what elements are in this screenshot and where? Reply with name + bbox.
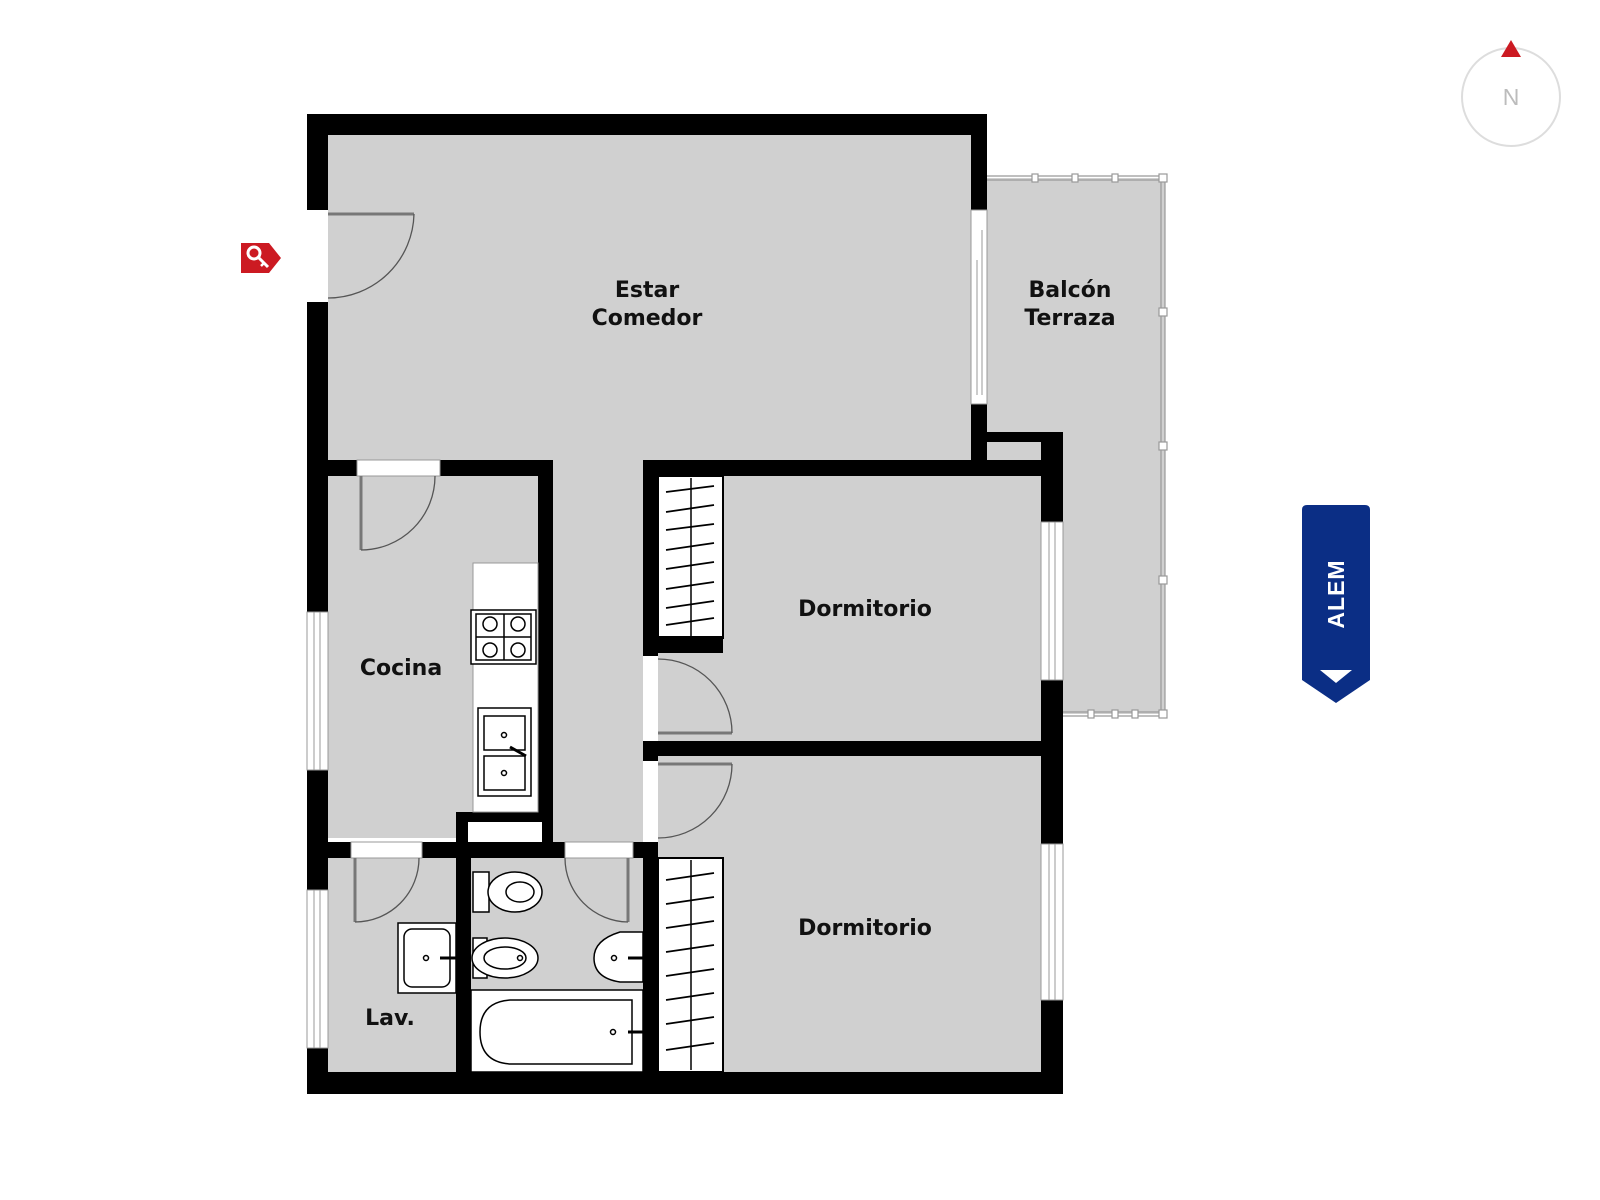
arrow-down-icon [1320,670,1352,683]
wall-kitchen-bottom-1 [307,842,351,858]
room-label-cocina: Cocina [360,656,442,681]
windows [306,209,1064,1049]
wall-laundry-bath [456,842,471,1094]
wall-kitchen-top-2 [440,460,553,476]
window-bath-top [564,841,634,859]
doors [307,210,733,923]
window-kitchen-top [356,459,441,477]
bidet [471,937,539,979]
kitchen-counter [470,562,539,813]
laundry-sink [397,922,457,994]
stove [470,609,537,665]
wall-bedroom-divider [643,741,1063,756]
living-floor [328,135,971,460]
bathroom-sink [593,931,644,983]
room-label-estar: Estar [615,278,679,303]
wall-kitchen-bottom-3 [633,842,658,858]
wardrobe-2 [657,857,724,1073]
walls [307,114,1063,1094]
wardrobe-1-base [658,636,723,653]
toilet [472,871,543,913]
wall-left-2 [307,302,328,612]
window-kitchen [306,611,329,771]
bathtub [470,989,644,1073]
key-icon [246,245,270,269]
wall-balcony-return [971,432,1063,442]
wall-recess-inner [468,822,542,842]
room-label-dormitorio-2: Dormitorio [798,916,932,941]
window-laundry [306,889,329,1049]
wall-bedroom-top [643,460,1063,476]
room-label-lavadero: Lav. [365,1006,415,1031]
compass-north-label: N [1503,84,1520,110]
wall-bottom [307,1072,1063,1094]
wardrobe-1 [657,475,724,653]
entrance-marker [241,243,281,273]
window-bedroom-1 [1040,521,1064,681]
kitchen-sink [477,707,532,797]
wall-right-2 [1041,680,1063,844]
room-label-dormitorio-1: Dormitorio [798,597,932,622]
wall-hall-right-4 [643,842,658,1094]
street-name-label: ALEM [1323,559,1349,628]
wall-left-3 [307,770,328,890]
wall-kitchen-right [538,460,553,852]
compass: N [1461,40,1561,147]
room-label-terraza: Terraza [1024,306,1115,331]
wall-right-3 [1041,1000,1063,1094]
wall-left-1 [307,114,328,210]
window-bedroom-2 [1040,843,1064,1001]
wall-hall-right-1 [643,460,658,656]
hallway-floor [553,460,643,852]
window-living-balcony [970,209,988,405]
street-banner: ALEM [1302,505,1370,703]
wall-living-right-1 [971,114,987,210]
north-arrow-icon [1501,40,1521,57]
room-label-comedor: Comedor [592,306,703,331]
wall-kitchen-top-1 [307,460,357,476]
room-label-balcon: Balcón [1029,278,1112,303]
wall-right-1 [1041,432,1063,522]
balcony-railing [987,173,1168,719]
window-laundry-top [350,841,423,859]
wall-top [307,114,987,135]
